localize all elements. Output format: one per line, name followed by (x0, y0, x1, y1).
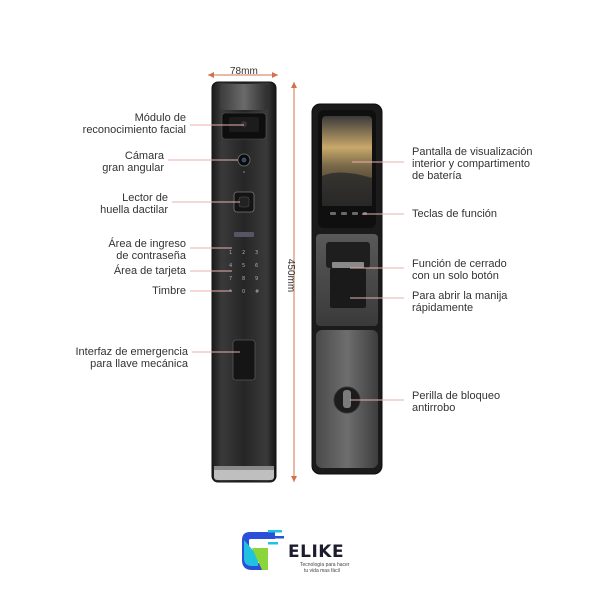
quick-open-handle (330, 268, 366, 308)
width-label: 78mm (230, 66, 258, 77)
svg-text:#: # (255, 289, 259, 295)
svg-text:0: 0 (242, 289, 245, 295)
keypad-icon: 1 2 3 4 5 6 7 8 9 * 0 # (229, 232, 259, 295)
svg-text:3: 3 (255, 250, 258, 256)
label-function-keys: Teclas de función (412, 208, 497, 220)
label-card-area: Área de tarjeta (113, 265, 186, 277)
label-bell: Timbre (152, 285, 186, 297)
height-dimension (291, 82, 297, 482)
right-leader-lines (350, 161, 404, 401)
svg-text:2: 2 (242, 250, 245, 256)
svg-text:8: 8 (242, 276, 245, 282)
svg-text:9: 9 (255, 276, 258, 282)
brand-name: ELIKE (288, 542, 345, 562)
svg-text:*: * (229, 289, 232, 295)
one-touch-button (326, 242, 370, 268)
elike-logo-mark (242, 530, 284, 570)
svg-text:5: 5 (242, 263, 245, 269)
svg-text:4: 4 (229, 263, 232, 269)
anti-theft-knob (343, 390, 351, 408)
width-dimension (208, 72, 278, 78)
emergency-key-cover (232, 339, 256, 381)
svg-text:7: 7 (229, 276, 232, 282)
svg-text:1: 1 (229, 250, 232, 256)
svg-text:6: 6 (255, 263, 258, 269)
top-handle (220, 84, 268, 110)
left-leader-lines (168, 124, 244, 353)
interior-lock (311, 103, 383, 475)
height-label: 450mm (285, 258, 297, 293)
brand-tagline: Tecnología para hacer tu vida mas fácil (300, 562, 350, 574)
exterior-lock: 1 2 3 4 5 6 7 8 9 * 0 # (211, 81, 277, 483)
